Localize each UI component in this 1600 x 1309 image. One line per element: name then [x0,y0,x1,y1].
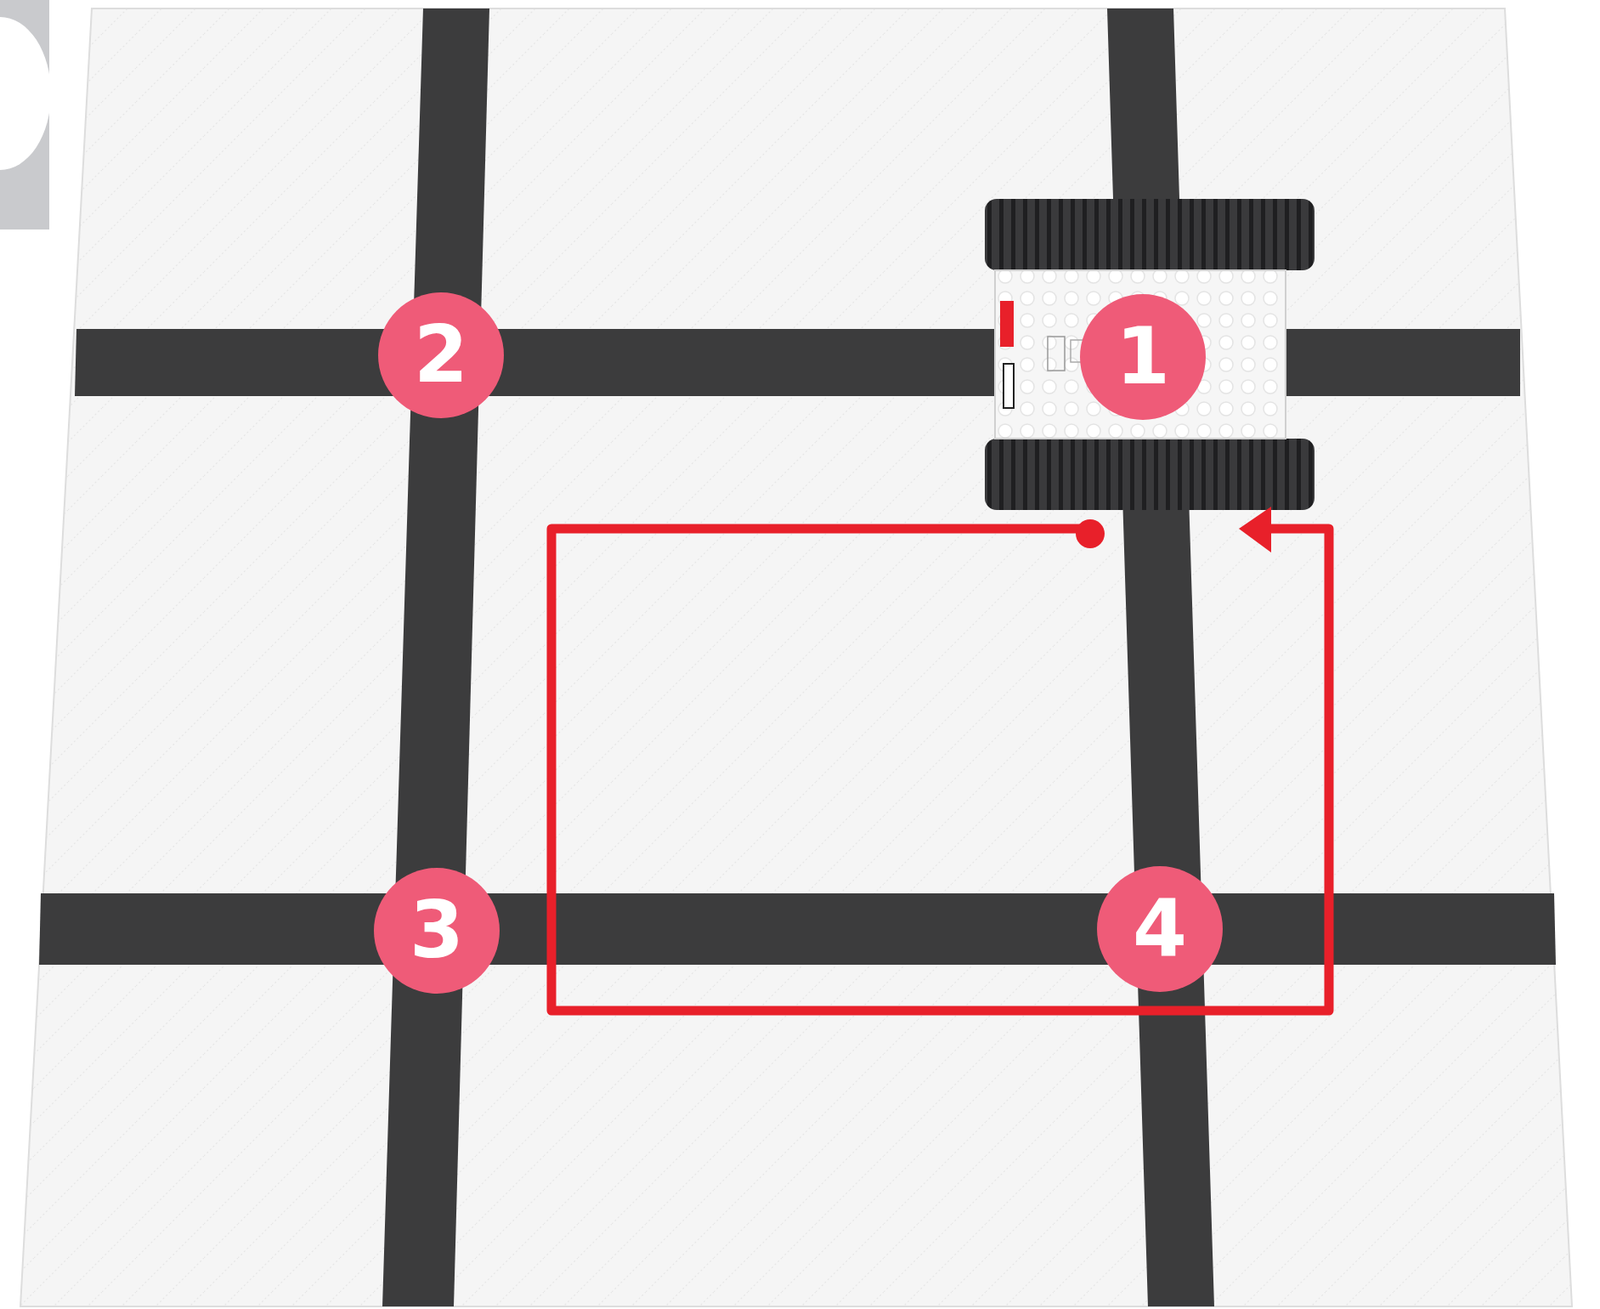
callout-circle: 4 [1096,865,1223,992]
callout-number: 3 [409,891,464,970]
sensor-red [1000,300,1014,347]
sensor-white [1003,363,1014,408]
robot [984,198,1315,510]
robot-logo [1047,336,1065,371]
callout-number: 4 [1132,889,1188,968]
grid-line [74,328,1521,396]
callout-circle: 3 [373,867,500,994]
grid-line [382,8,490,1307]
path-start [1075,519,1105,549]
callout-number: 1 [1115,317,1171,396]
path-arrowhead [1238,506,1272,553]
callout-circle: 2 [378,292,504,419]
callout-circle: 1 [1079,293,1206,420]
robot-body [995,270,1286,439]
robot-path [551,506,1329,1011]
robot-track [984,438,1315,510]
path-line [551,528,1329,1011]
mat [20,8,1572,1307]
corner-piece [0,16,51,170]
robot-track [984,198,1315,271]
callout-number: 2 [413,316,469,395]
